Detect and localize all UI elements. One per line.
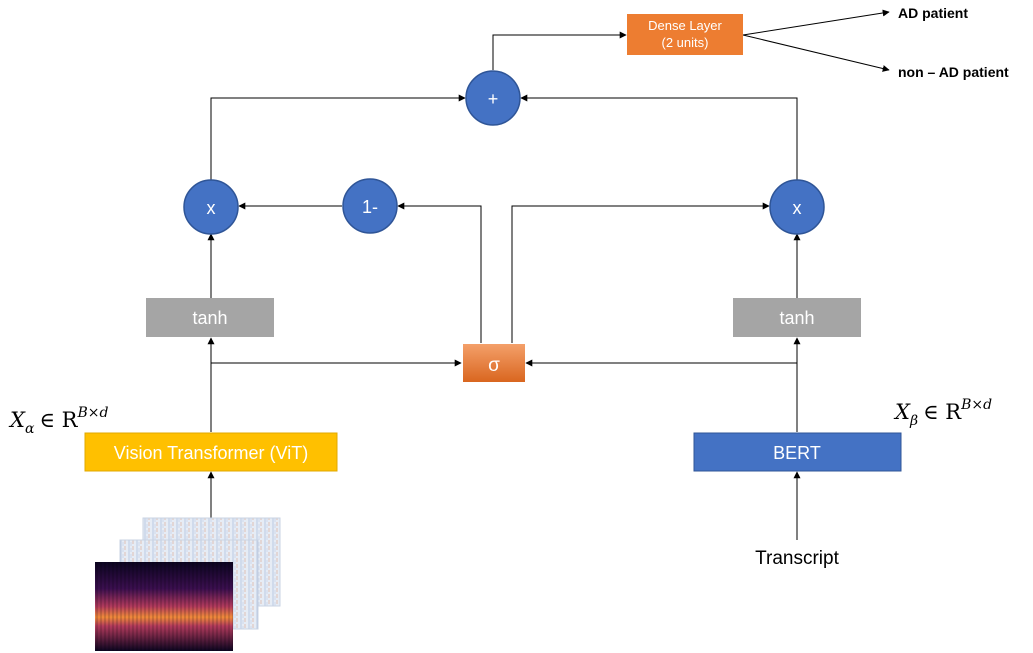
tanh-left-box: tanh (146, 298, 274, 337)
mul-left-to-add-arrow (210, 94, 466, 180)
x-alpha-sup: B×d (76, 405, 108, 421)
x-beta-sup: B×d (960, 397, 992, 413)
add-symbol: + (488, 89, 499, 109)
bert-label: BERT (773, 443, 821, 463)
multiply-right-node: x (769, 179, 825, 235)
vit-box: Vision Transformer (ViT) (84, 432, 338, 472)
output-ad-patient: AD patient (898, 5, 968, 21)
add-node: + (465, 70, 521, 126)
sigmoid-to-one-minus-arrow (397, 202, 482, 343)
multiply-left-symbol: x (207, 198, 216, 218)
x-alpha-label: Xα∈ RB×d (8, 405, 108, 437)
tanh-right-rect (733, 298, 861, 337)
bert-box: BERT (693, 432, 902, 472)
spectrogram-front-texture (95, 562, 233, 651)
tanh-left-rect (146, 298, 274, 337)
output-non-ad-patient: non – AD patient (898, 64, 1009, 80)
sigmoid-symbol: σ (488, 355, 500, 376)
dense-layer-label-line1: Dense Layer (648, 18, 722, 33)
add-to-dense-arrow (492, 31, 627, 70)
one-minus-circle (342, 178, 398, 234)
vit-rect (84, 432, 338, 472)
dense-layer-label-line2: (2 units) (662, 35, 709, 50)
tanh-right-label: tanh (779, 308, 814, 328)
dense-to-ad-arrow (742, 9, 890, 36)
x-alpha-sub: α (25, 421, 35, 437)
sigmoid-to-mul-right-arrow (511, 202, 770, 343)
dense-layer-box: Dense Layer (2 units) (627, 14, 743, 55)
connections (207, 9, 890, 540)
x-beta-sub: β (909, 413, 918, 429)
svg-text:Xβ∈ RB×d: Xβ ∈ RB×d (893, 397, 992, 429)
x-beta-label: Xβ ∈ RB×d (893, 397, 992, 429)
dense-layer-rect (627, 14, 743, 55)
tanh-left-label: tanh (192, 308, 227, 328)
vit-label: Vision Transformer (ViT) (114, 443, 308, 463)
x-alpha-rel: ∈ R (39, 408, 78, 432)
transcript-label: Transcript (755, 548, 839, 569)
multiply-right-circle (769, 179, 825, 235)
bert-rect (693, 432, 902, 472)
multiply-left-node: x (183, 179, 239, 235)
sigmoid-rect (463, 344, 525, 382)
one-minus-symbol: 1- (362, 197, 378, 217)
sigmoid-box: σ (463, 344, 525, 382)
x-beta-rel: ∈ R (923, 400, 962, 424)
svg-text:Xα∈ RB×d: Xα∈ RB×d (8, 405, 108, 437)
x-alpha-var: X (8, 408, 26, 432)
dense-to-non-ad-arrow (742, 34, 890, 72)
multiply-right-symbol: x (793, 198, 802, 218)
multiply-left-circle (183, 179, 239, 235)
x-beta-var: X (893, 400, 911, 424)
mul-right-to-add-arrow (520, 94, 798, 180)
one-minus-node: 1- (342, 178, 398, 234)
spectrogram-stack (95, 517, 281, 651)
add-circle (465, 70, 521, 126)
tanh-right-box: tanh (733, 298, 861, 337)
